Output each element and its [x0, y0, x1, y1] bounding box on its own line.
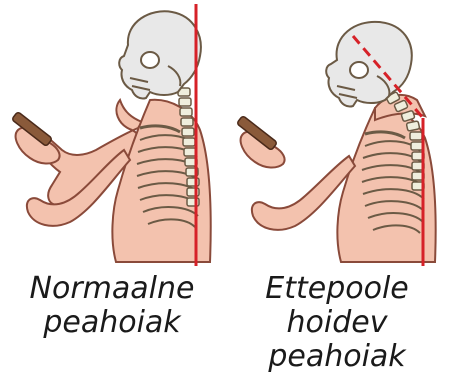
panel-normal-posture: Normaalne peahoiak [0, 0, 224, 389]
panel-forward-posture: Ettepoole hoidev peahoiak [225, 0, 449, 389]
caption-line: hoidev [225, 306, 449, 340]
skull [326, 22, 412, 107]
skull [119, 11, 201, 98]
caption-line: Normaalne [0, 272, 224, 306]
caption-normal-posture: Normaalne peahoiak [0, 272, 224, 340]
forward-posture-figure [225, 0, 449, 272]
caption-line: Ettepoole [225, 272, 449, 306]
caption-line: peahoiak [0, 306, 224, 340]
caption-forward-posture: Ettepoole hoidev peahoiak [225, 272, 449, 374]
normal-posture-figure [0, 0, 224, 272]
caption-line: peahoiak [225, 340, 449, 374]
